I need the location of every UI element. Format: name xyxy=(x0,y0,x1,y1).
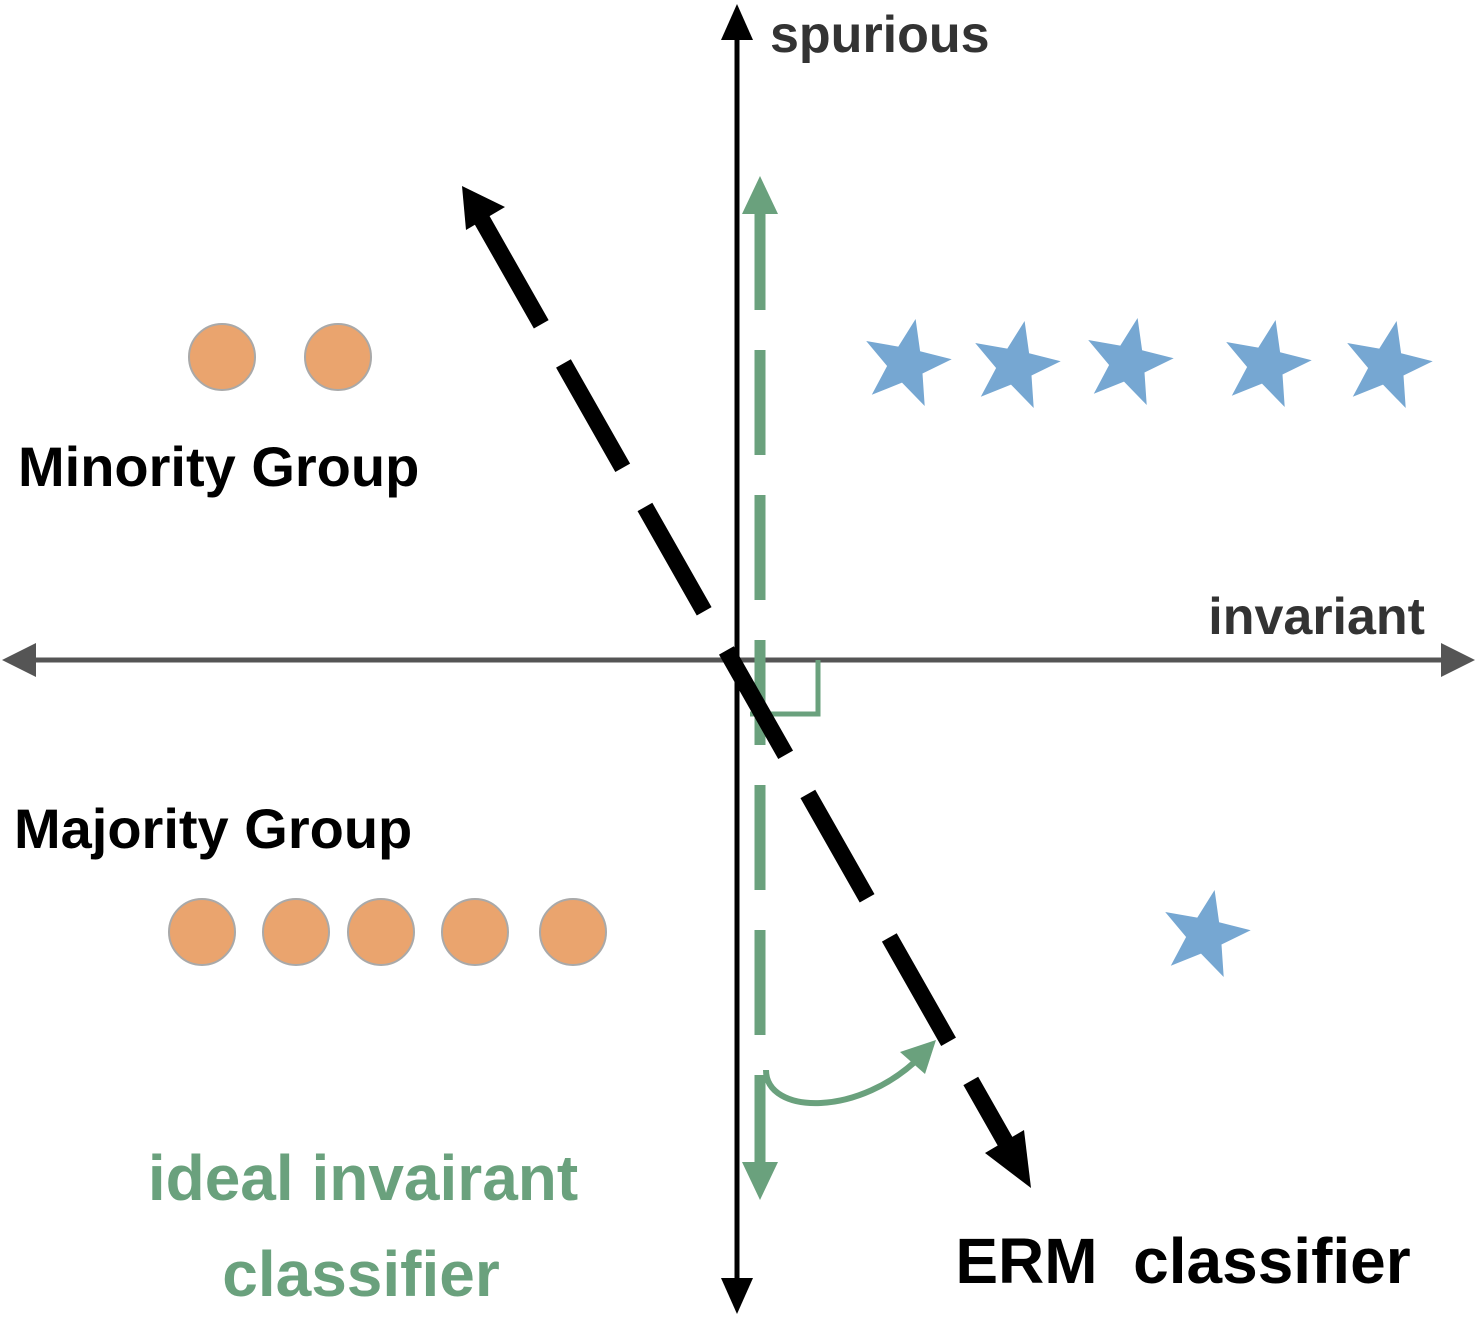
ideal-classifier-label-line1: ideal invairant xyxy=(148,1142,578,1214)
spurious-axis-label: spurious xyxy=(770,6,990,64)
minority-star xyxy=(1347,321,1433,408)
majority-circle xyxy=(347,898,415,966)
minority-star xyxy=(975,321,1061,408)
minority-star xyxy=(1088,318,1174,405)
erm-classifier-line xyxy=(462,186,1031,1188)
minority-star xyxy=(866,319,952,406)
ideal-classifier-line xyxy=(742,176,778,1200)
star-markers xyxy=(866,318,1433,977)
majority-circle xyxy=(441,898,509,966)
minority-circle xyxy=(188,323,256,391)
invariant-axis-label: invariant xyxy=(1208,588,1425,646)
minority-star xyxy=(1226,320,1312,407)
minority-circle xyxy=(304,323,372,391)
rotation-arc-arrow xyxy=(763,1040,936,1106)
right-angle-marker xyxy=(750,660,821,717)
majority-circles xyxy=(168,898,607,966)
erm-classifier-label: ERM classifier xyxy=(955,1225,1410,1297)
majority-star xyxy=(1165,890,1251,977)
minority-circles xyxy=(188,323,372,391)
minority-group-label: Minority Group xyxy=(18,435,419,498)
majority-circle xyxy=(168,898,236,966)
majority-group-label: Majority Group xyxy=(14,797,412,860)
majority-circle xyxy=(262,898,330,966)
ideal-classifier-label-line2: classifier xyxy=(222,1238,500,1310)
majority-circle xyxy=(539,898,607,966)
